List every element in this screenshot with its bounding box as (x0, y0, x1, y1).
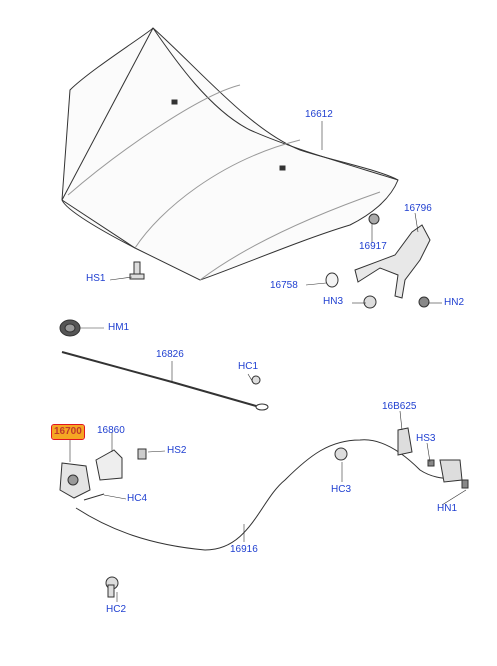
hm1-bumper (59, 319, 81, 337)
callout-hs2[interactable]: HS2 (167, 445, 187, 456)
callout-16917[interactable]: 16917 (359, 241, 387, 252)
latch-assembly (59, 448, 147, 499)
callout-hn3[interactable]: HN3 (323, 296, 344, 307)
callout-16758[interactable]: 16758 (270, 280, 298, 291)
hood-panel (61, 27, 399, 281)
callout-16860[interactable]: 16860 (97, 425, 125, 436)
callout-hs1[interactable]: HS1 (86, 273, 106, 284)
hinge-assembly (325, 213, 431, 309)
callout-hc1[interactable]: HC1 (238, 361, 259, 372)
callout-hn2[interactable]: HN2 (444, 297, 465, 308)
hs1-stud (129, 261, 145, 280)
callout-hn1[interactable]: HN1 (437, 503, 458, 514)
callout-16b625[interactable]: 16B625 (382, 401, 417, 412)
callout-hc4[interactable]: HC4 (127, 493, 148, 504)
callout-hc2[interactable]: HC2 (106, 604, 127, 615)
callout-16826[interactable]: 16826 (156, 349, 184, 360)
callout-hc3[interactable]: HC3 (331, 484, 352, 495)
hc2-clip (105, 576, 119, 598)
callout-16916[interactable]: 16916 (230, 544, 258, 555)
callout-16796[interactable]: 16796 (404, 203, 432, 214)
callout-hm1[interactable]: HM1 (108, 322, 130, 333)
callout-16612[interactable]: 16612 (305, 109, 333, 120)
callout-hs3[interactable]: HS3 (416, 433, 436, 444)
leader-lines (69, 121, 467, 602)
callout-16700-highlighted[interactable]: 16700 (51, 424, 85, 440)
release-cable (75, 427, 469, 551)
